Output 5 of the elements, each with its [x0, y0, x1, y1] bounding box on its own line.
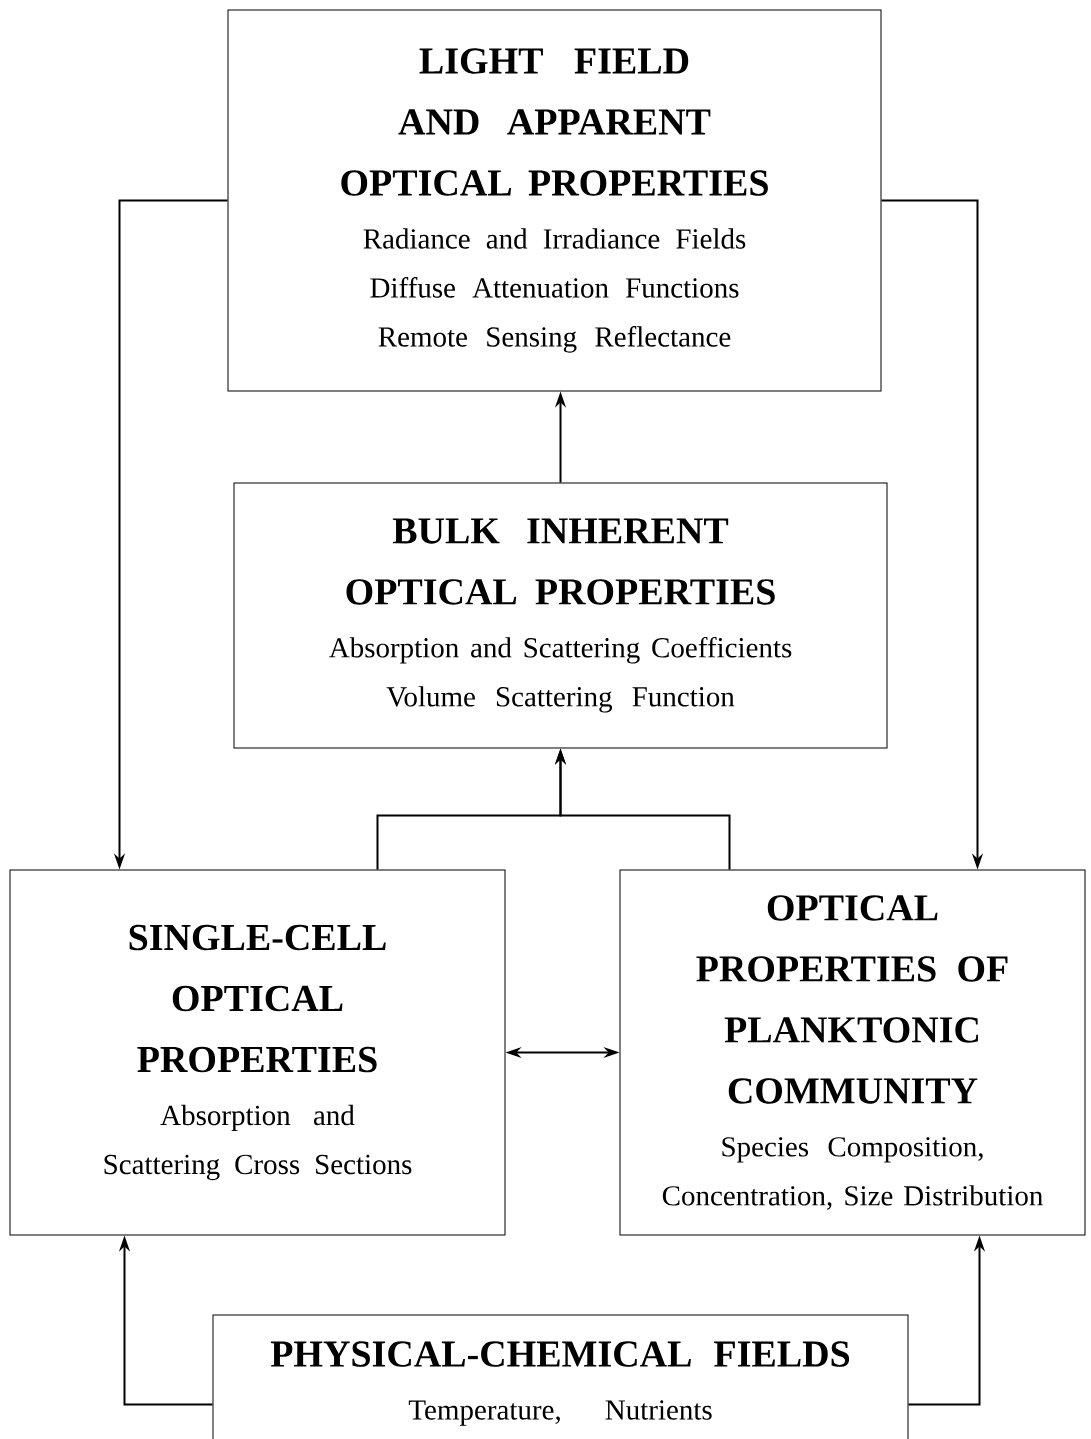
- process-box: LIGHT FIELD AND APPARENT OPTICAL PROPERTIES Radiance and Irradiance Fields Diffuse Attenuation Functions Remote Sensing Reflectance: [227, 9, 882, 392]
- process-box: SINGLE-CELL OPTICAL PROPERTIES Absorption and Scattering Cross Sections: [9, 869, 506, 1236]
- process-box: BULK INHERENT OPTICAL PROPERTIES Absorption and Scattering Coefficients Volume Scattering Function: [233, 482, 888, 749]
- process-box: OPTICAL PROPERTIES OF PLANKTONIC COMMUNITY Species Composition, Concentration, Size Distribution: [619, 869, 1086, 1236]
- process-box: PHYSICAL-CHEMICAL FIELDS Temperature, Nutrients: [212, 1314, 909, 1439]
